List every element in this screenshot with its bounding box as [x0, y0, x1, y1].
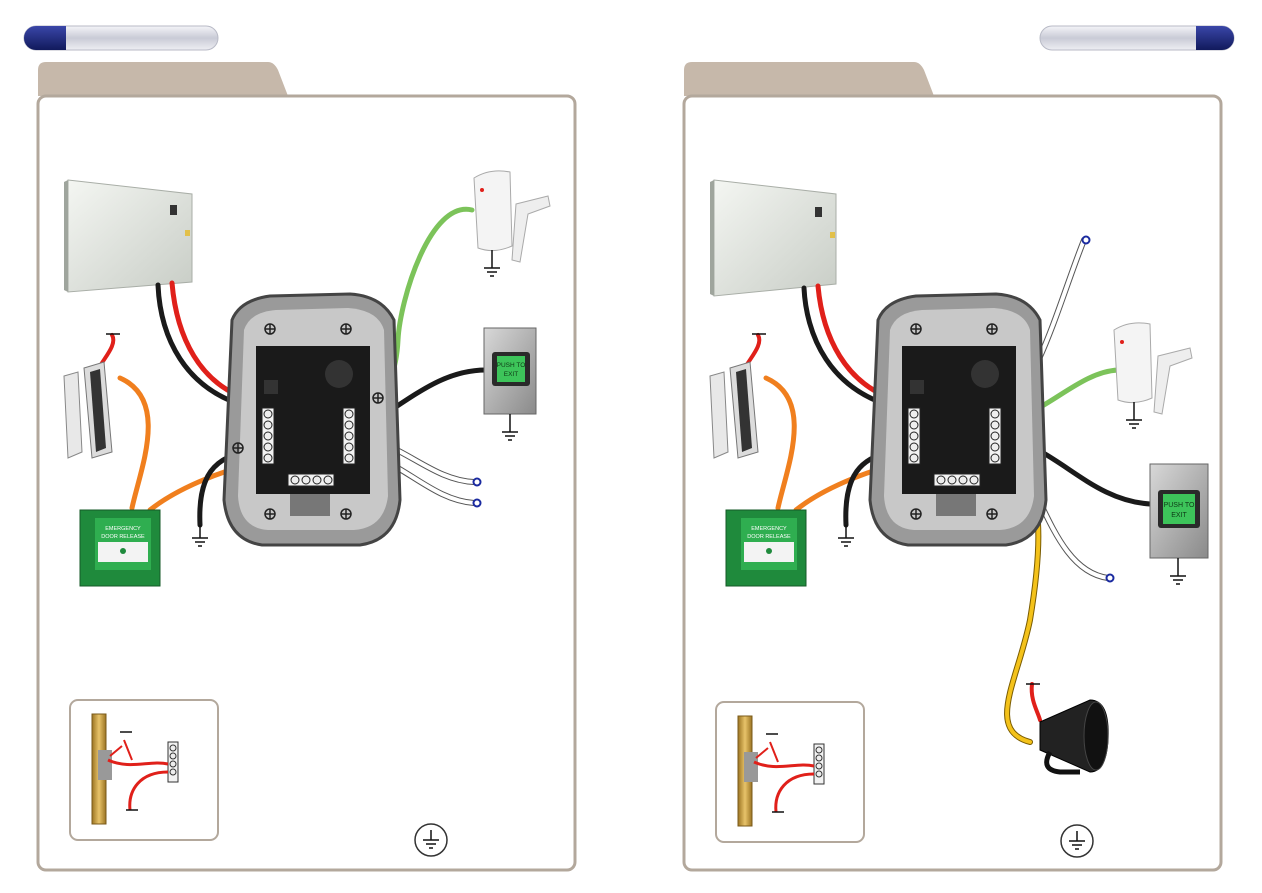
emergency-label-1: EMERGENCY	[751, 526, 787, 532]
emergency-release-box: EMERGENCY DOOR RELEASE	[79, 509, 161, 587]
siren-horn	[1026, 683, 1109, 775]
wire-end-ring-icon	[472, 477, 482, 487]
section-tab	[38, 62, 288, 96]
exit-button-label-2: EXIT	[504, 371, 518, 378]
wire-end-ring-icon	[1081, 235, 1091, 245]
power-supply-box	[710, 179, 837, 297]
terminal-screw-icon	[261, 407, 356, 487]
header-pill	[1039, 25, 1235, 51]
door-contact-sensor	[473, 170, 551, 263]
emergency-label-1: EMERGENCY	[105, 526, 141, 532]
wire-orange-lock	[763, 375, 797, 511]
wire-end-ring-icon	[472, 498, 482, 508]
door-strike-inset	[715, 701, 865, 843]
controller-housing	[868, 292, 1048, 547]
ground-symbol-icon	[484, 250, 500, 277]
controller-housing	[222, 292, 402, 547]
ground-symbol-icon	[192, 525, 208, 547]
left-page: PUSH TO EXIT EMERGENCY DOOR RELEASE	[23, 25, 577, 872]
wire-end-ring-icon	[1105, 573, 1115, 583]
power-supply-box	[64, 179, 193, 293]
section-tab	[684, 62, 934, 96]
terminal-screw-icon	[907, 407, 1002, 487]
door-contact-sensor	[1113, 322, 1193, 415]
exit-button-label-1: PUSH TO	[1164, 502, 1195, 509]
door-strike-inset	[69, 699, 219, 841]
ground-symbol-icon	[1170, 558, 1186, 585]
ground-symbol-icon	[1126, 402, 1142, 429]
emergency-label-2: DOOR RELEASE	[747, 534, 791, 540]
ground-symbol-icon	[414, 823, 448, 857]
ground-symbol-icon	[838, 525, 854, 547]
magnetic-lock	[709, 361, 759, 459]
right-page: PUSH TO EXIT EMERGENCY DOOR RELEASE	[682, 25, 1235, 872]
magnetic-lock	[63, 361, 113, 459]
exit-button-plate: PUSH TO EXIT	[483, 327, 537, 415]
wire-red-siren	[1029, 682, 1042, 722]
exit-button-label-2: EXIT	[1171, 512, 1187, 519]
ground-symbol-icon	[502, 414, 518, 441]
ground-symbol-icon	[1060, 824, 1094, 858]
emergency-release-box: EMERGENCY DOOR RELEASE	[725, 509, 807, 587]
exit-button-label-1: PUSH TO	[497, 362, 526, 369]
exit-button-plate: PUSH TO EXIT	[1149, 463, 1209, 559]
header-pill	[23, 25, 219, 51]
wire-orange-lock	[117, 375, 151, 511]
emergency-label-2: DOOR RELEASE	[101, 534, 145, 540]
